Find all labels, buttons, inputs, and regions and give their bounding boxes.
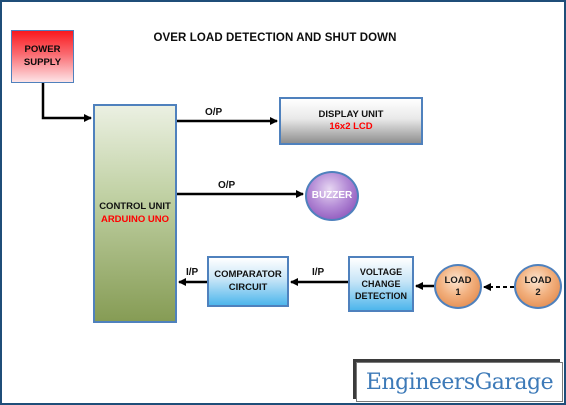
power-supply-label-line2: SUPPLY — [23, 56, 62, 68]
comparator-label-line1: COMPARATOR — [214, 269, 282, 281]
comparator-label-line2: CIRCUIT — [228, 281, 268, 293]
voltage-change-detection-block: VOLTAGE CHANGE DETECTION — [348, 256, 414, 312]
engineersgarage-logo: EngineersGarage — [356, 362, 563, 402]
buzzer-node: BUZZER — [305, 171, 359, 221]
power-supply-label-line1: POWER — [24, 44, 61, 56]
power-supply-block: POWER SUPPLY — [11, 30, 74, 83]
load-1-node: LOAD 1 — [434, 264, 482, 309]
load-1-label-line2: 1 — [455, 286, 461, 298]
display-unit-model-label: 16x2 LCD — [329, 121, 373, 132]
control-unit-block: CONTROL UNIT ARDUINO UNO — [93, 104, 177, 323]
ip-label-comparator: I/P — [186, 267, 199, 278]
op-label-display: O/P — [205, 107, 223, 118]
arrow-power-to-control — [41, 83, 92, 122]
comparator-circuit-block: COMPARATOR CIRCUIT — [207, 256, 289, 307]
op-label-buzzer: O/P — [218, 180, 236, 191]
buzzer-label: BUZZER — [311, 189, 353, 201]
load-1-label-line1: LOAD — [444, 274, 472, 286]
load-2-node: LOAD 2 — [514, 264, 562, 309]
logo-text: EngineersGarage — [365, 369, 554, 395]
load-2-label-line2: 2 — [535, 286, 541, 298]
load-2-label-line1: LOAD — [524, 274, 552, 286]
ip-label-voltage-detection: I/P — [312, 267, 325, 278]
display-unit-label: DISPLAY UNIT — [318, 108, 384, 120]
voltage-change-label-line2: CHANGE — [361, 278, 401, 289]
control-unit-model-label: ARDUINO UNO — [100, 213, 170, 225]
display-unit-block: DISPLAY UNIT 16x2 LCD — [279, 97, 423, 145]
voltage-change-label-line3: DETECTION — [354, 291, 407, 302]
control-unit-label: CONTROL UNIT — [99, 201, 171, 213]
diagram-title: OVER LOAD DETECTION AND SHUT DOWN — [153, 32, 397, 44]
voltage-change-label-line1: VOLTAGE — [359, 266, 403, 277]
